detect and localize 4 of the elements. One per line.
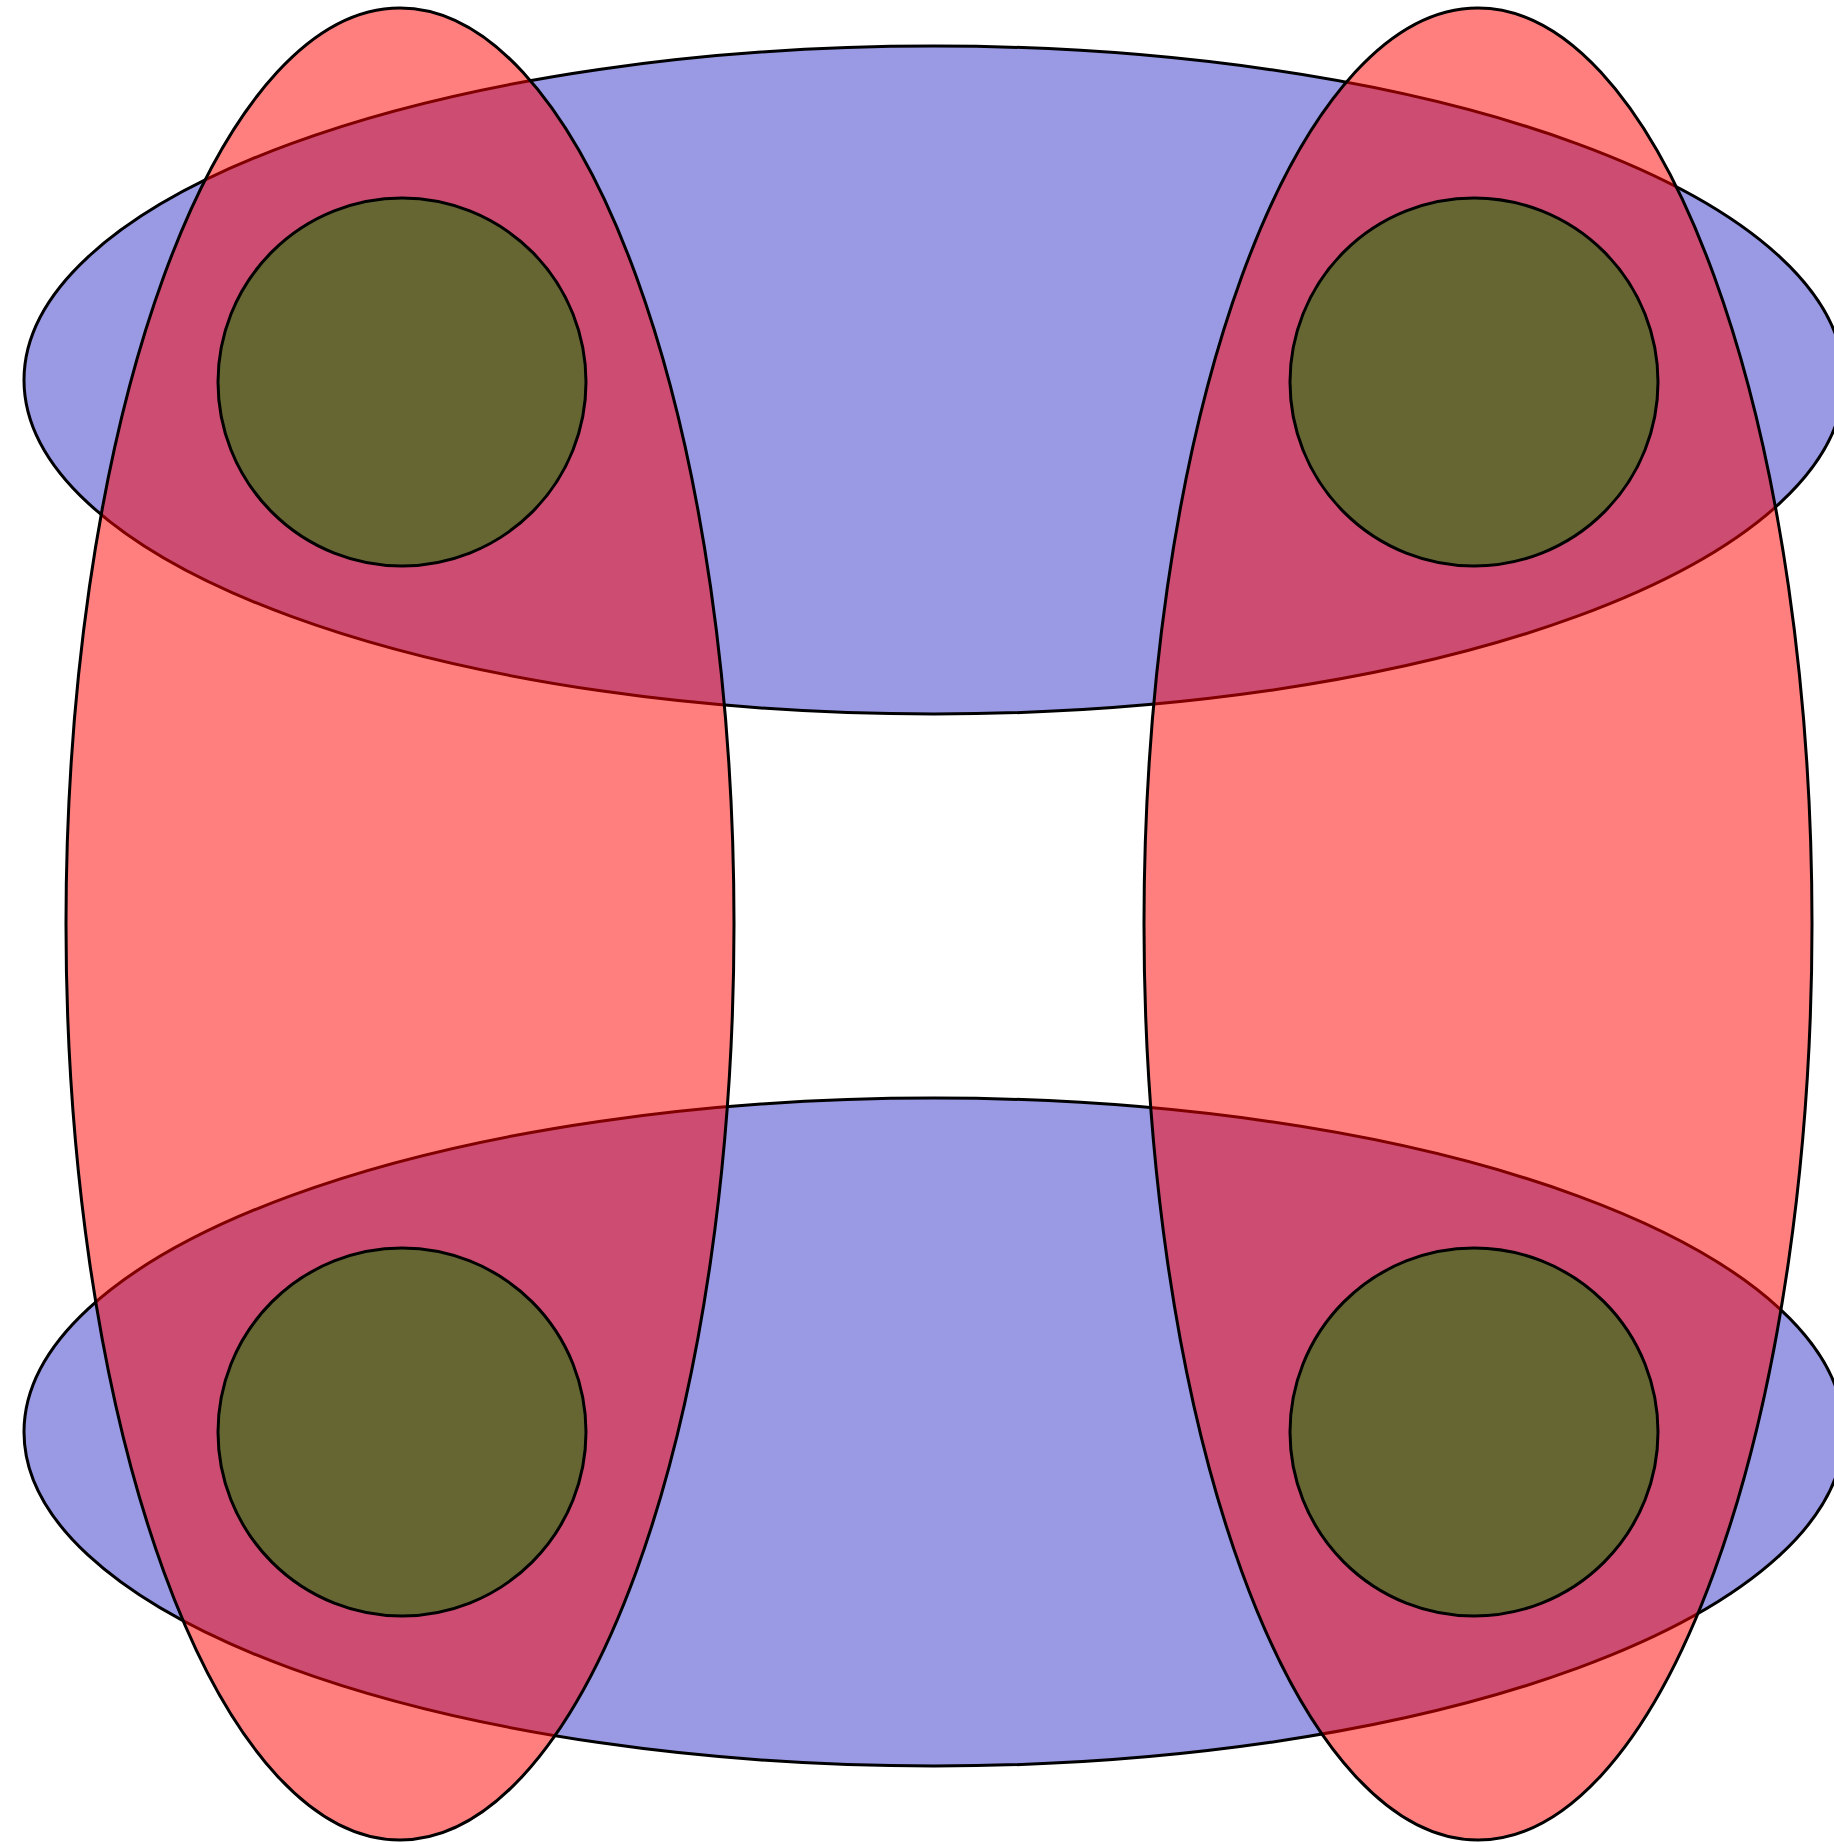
circle (216, 1246, 588, 1618)
circle (1288, 196, 1660, 568)
circle (1288, 1246, 1660, 1618)
circle (216, 196, 588, 568)
